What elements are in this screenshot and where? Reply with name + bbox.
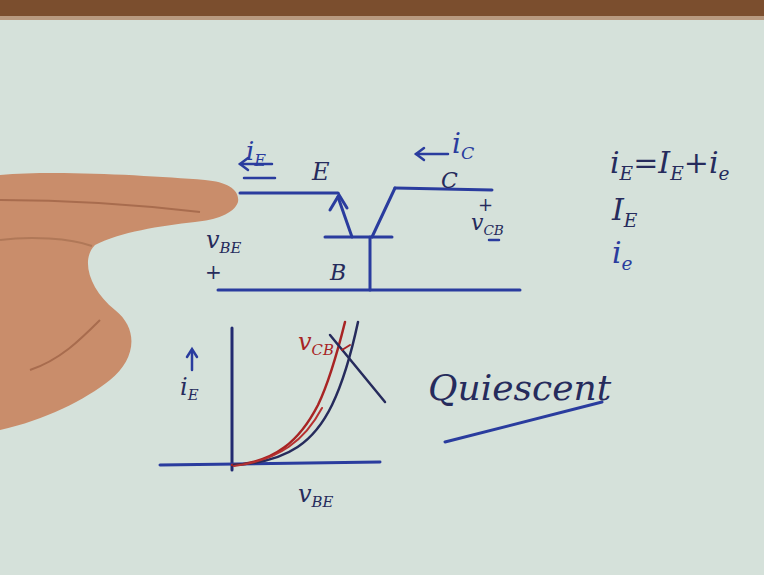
curve-parameter: vCB xyxy=(298,330,334,358)
polarity-sign: + xyxy=(205,262,222,282)
transistor-symbol xyxy=(218,188,520,290)
current-label: iE xyxy=(246,138,266,169)
axis-label: vBE xyxy=(298,482,333,510)
terminal-label: E xyxy=(312,160,330,184)
current-label: iC xyxy=(452,130,474,162)
annotation: Quiescent xyxy=(428,370,611,406)
voltage-label: vCB xyxy=(471,212,504,237)
characteristic-graph xyxy=(160,322,385,470)
axis-label: iE xyxy=(180,375,199,403)
pointing-hand xyxy=(0,173,238,430)
terminal-label: C xyxy=(441,170,458,192)
ac-component: ie xyxy=(612,238,633,273)
terminal-label: B xyxy=(330,262,346,284)
board-frame-edge xyxy=(0,16,764,20)
underline xyxy=(445,402,602,442)
board-frame xyxy=(0,0,764,16)
equation: iE=IE+ie xyxy=(610,148,730,183)
dc-component: IE xyxy=(612,195,637,230)
voltage-label: vBE xyxy=(206,228,241,256)
current-arrows xyxy=(187,148,499,370)
